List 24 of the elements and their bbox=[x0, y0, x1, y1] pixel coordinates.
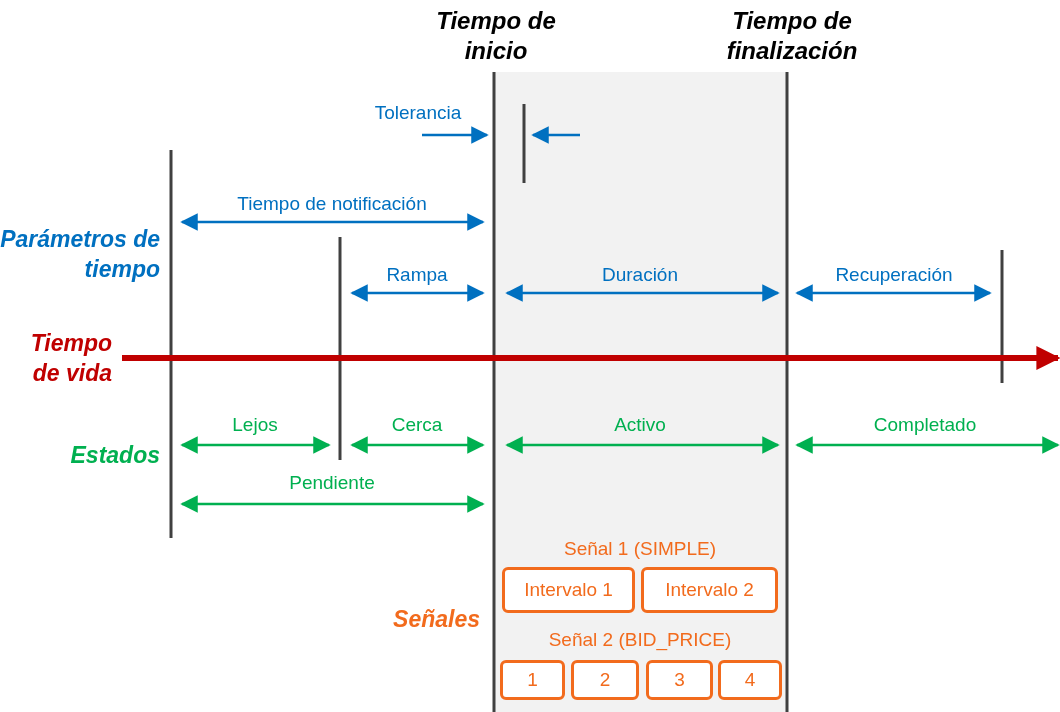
interval-box: 4 bbox=[718, 660, 782, 700]
parameter-label: Rampa bbox=[385, 264, 449, 286]
interval-box: 2 bbox=[571, 660, 639, 700]
interval-box: Intervalo 1 bbox=[502, 567, 635, 613]
axis-heading: Parámetros de tiempo bbox=[0, 225, 160, 284]
axis-heading: Tiempo de vida bbox=[29, 329, 112, 388]
state-label: Cerca bbox=[390, 414, 444, 436]
parameter-label: Duración bbox=[600, 264, 679, 286]
parameter-label: Tolerancia bbox=[373, 102, 463, 124]
column-heading: Tiempo de finalización bbox=[725, 6, 859, 66]
state-label: Lejos bbox=[231, 414, 279, 436]
state-label: Activo bbox=[613, 414, 667, 436]
interval-box: 1 bbox=[500, 660, 565, 700]
parameter-label: Recuperación bbox=[834, 264, 954, 286]
state-label: Pendiente bbox=[288, 472, 376, 494]
signal-label: Señal 1 (SIMPLE) bbox=[562, 538, 718, 560]
state-label: Completado bbox=[872, 414, 978, 436]
column-heading: Tiempo de inicio bbox=[435, 6, 557, 66]
axis-heading: Señales bbox=[392, 605, 480, 634]
axis-heading: Estados bbox=[69, 441, 160, 470]
interval-box: Intervalo 2 bbox=[641, 567, 778, 613]
parameter-label: Tiempo de notificación bbox=[236, 193, 428, 215]
signal-label: Señal 2 (BID_PRICE) bbox=[547, 629, 733, 651]
interval-box: 3 bbox=[646, 660, 713, 700]
